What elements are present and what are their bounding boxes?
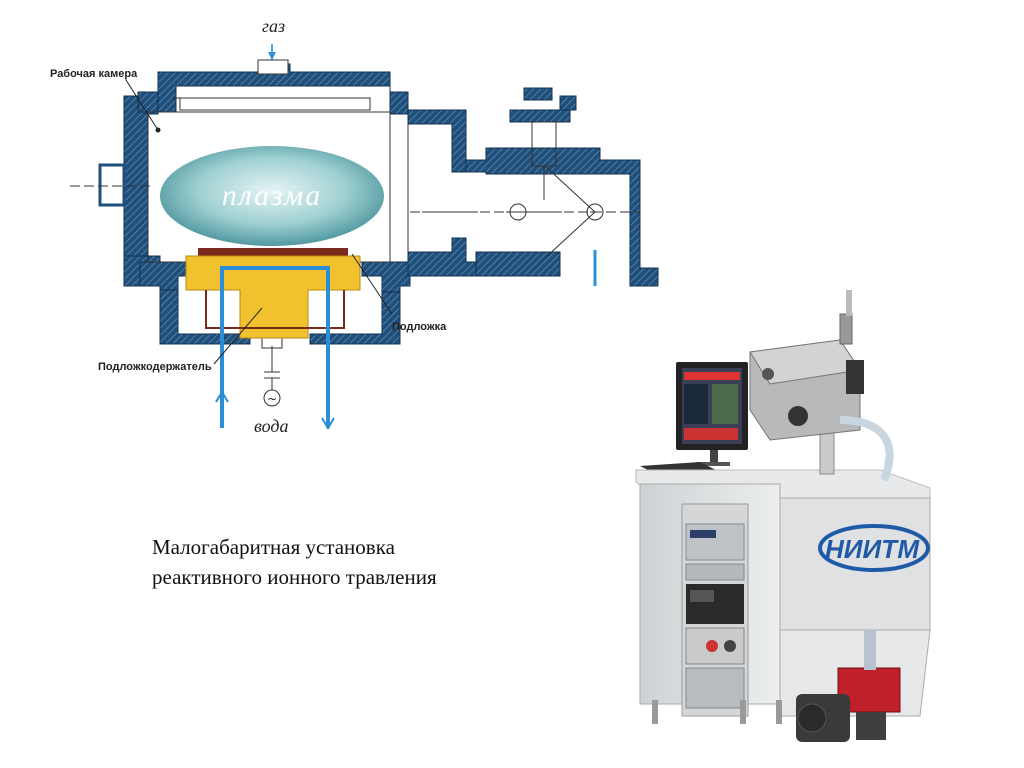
caption-line-1: Малогабаритная установка: [152, 535, 395, 559]
substrate: [198, 248, 348, 256]
water-in-arrow: [215, 390, 229, 403]
company-logo: НИИТМ: [825, 534, 920, 564]
chamber-outline: [70, 44, 640, 407]
tilde-label: ~: [267, 392, 277, 406]
leader-lines: [125, 79, 393, 365]
chamber-pointer-dot: [155, 127, 161, 133]
gas-label: газ: [262, 16, 285, 36]
caption-line-2: реактивного ионного травления: [152, 565, 437, 589]
gas-arrow: [268, 52, 276, 60]
holder-frame: [205, 290, 345, 329]
chamber-walls: [98, 63, 659, 345]
plasma-label: плазма: [222, 179, 323, 212]
plasma: [160, 146, 384, 246]
substrate-holder: [185, 255, 361, 339]
substrate-label: Подложка: [392, 321, 447, 333]
holder-label: Подложкодержатель: [98, 361, 212, 373]
water-out-arrow: [321, 417, 335, 430]
water-pipe: [220, 266, 330, 428]
chamber-label: Рабочая камера: [50, 68, 138, 80]
water-label: вода: [254, 416, 288, 436]
equipment-photo: НИИТМ: [635, 290, 931, 742]
caption: Малогабаритная установка реактивного ион…: [152, 532, 437, 592]
